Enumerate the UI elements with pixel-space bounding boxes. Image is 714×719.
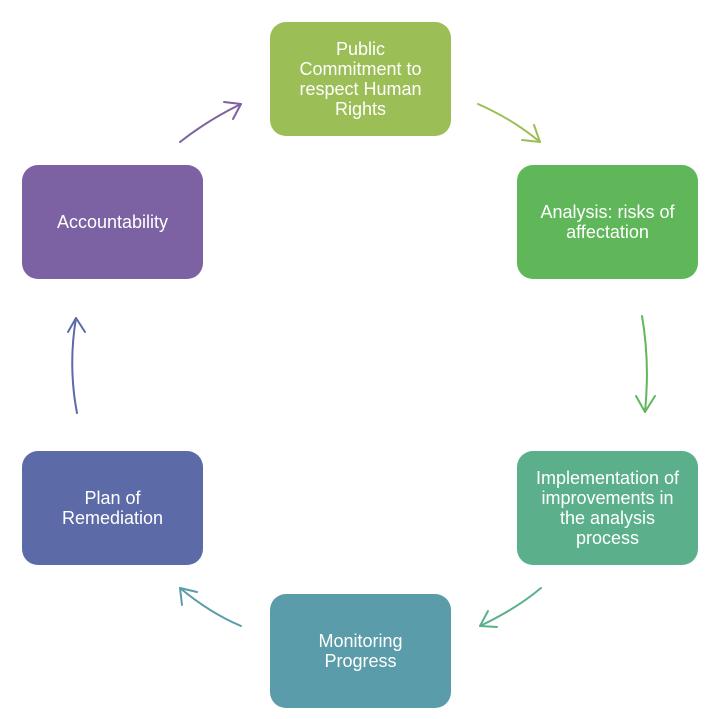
step-label: Implementation of improvements in the an…	[535, 468, 680, 548]
arrow-implementation-to-monitoring	[479, 587, 542, 628]
arrow-commitment-to-analysis	[477, 103, 541, 143]
arrow-remediation-to-accountability	[67, 317, 86, 414]
step-label: Monitoring Progress	[318, 631, 403, 671]
arrow-analysis-to-implementation	[635, 315, 656, 413]
step-monitoring-progress: Monitoring Progress	[270, 594, 451, 708]
step-accountability: Accountability	[22, 165, 203, 279]
step-public-commitment: Public Commitment to respect Human Right…	[270, 22, 451, 136]
step-label: Plan of Remediation	[61, 488, 164, 528]
step-label: Analysis: risks of affectation	[540, 202, 675, 242]
arrow-monitoring-to-remediation	[179, 587, 242, 627]
arrow-accountability-to-commitment	[179, 101, 242, 143]
step-plan-of-remediation: Plan of Remediation	[22, 451, 203, 565]
step-label: Public Commitment to respect Human Right…	[299, 39, 422, 119]
step-label: Accountability	[56, 212, 169, 232]
step-analysis-risks: Analysis: risks of affectation	[517, 165, 698, 279]
step-implementation-improvements: Implementation of improvements in the an…	[517, 451, 698, 565]
